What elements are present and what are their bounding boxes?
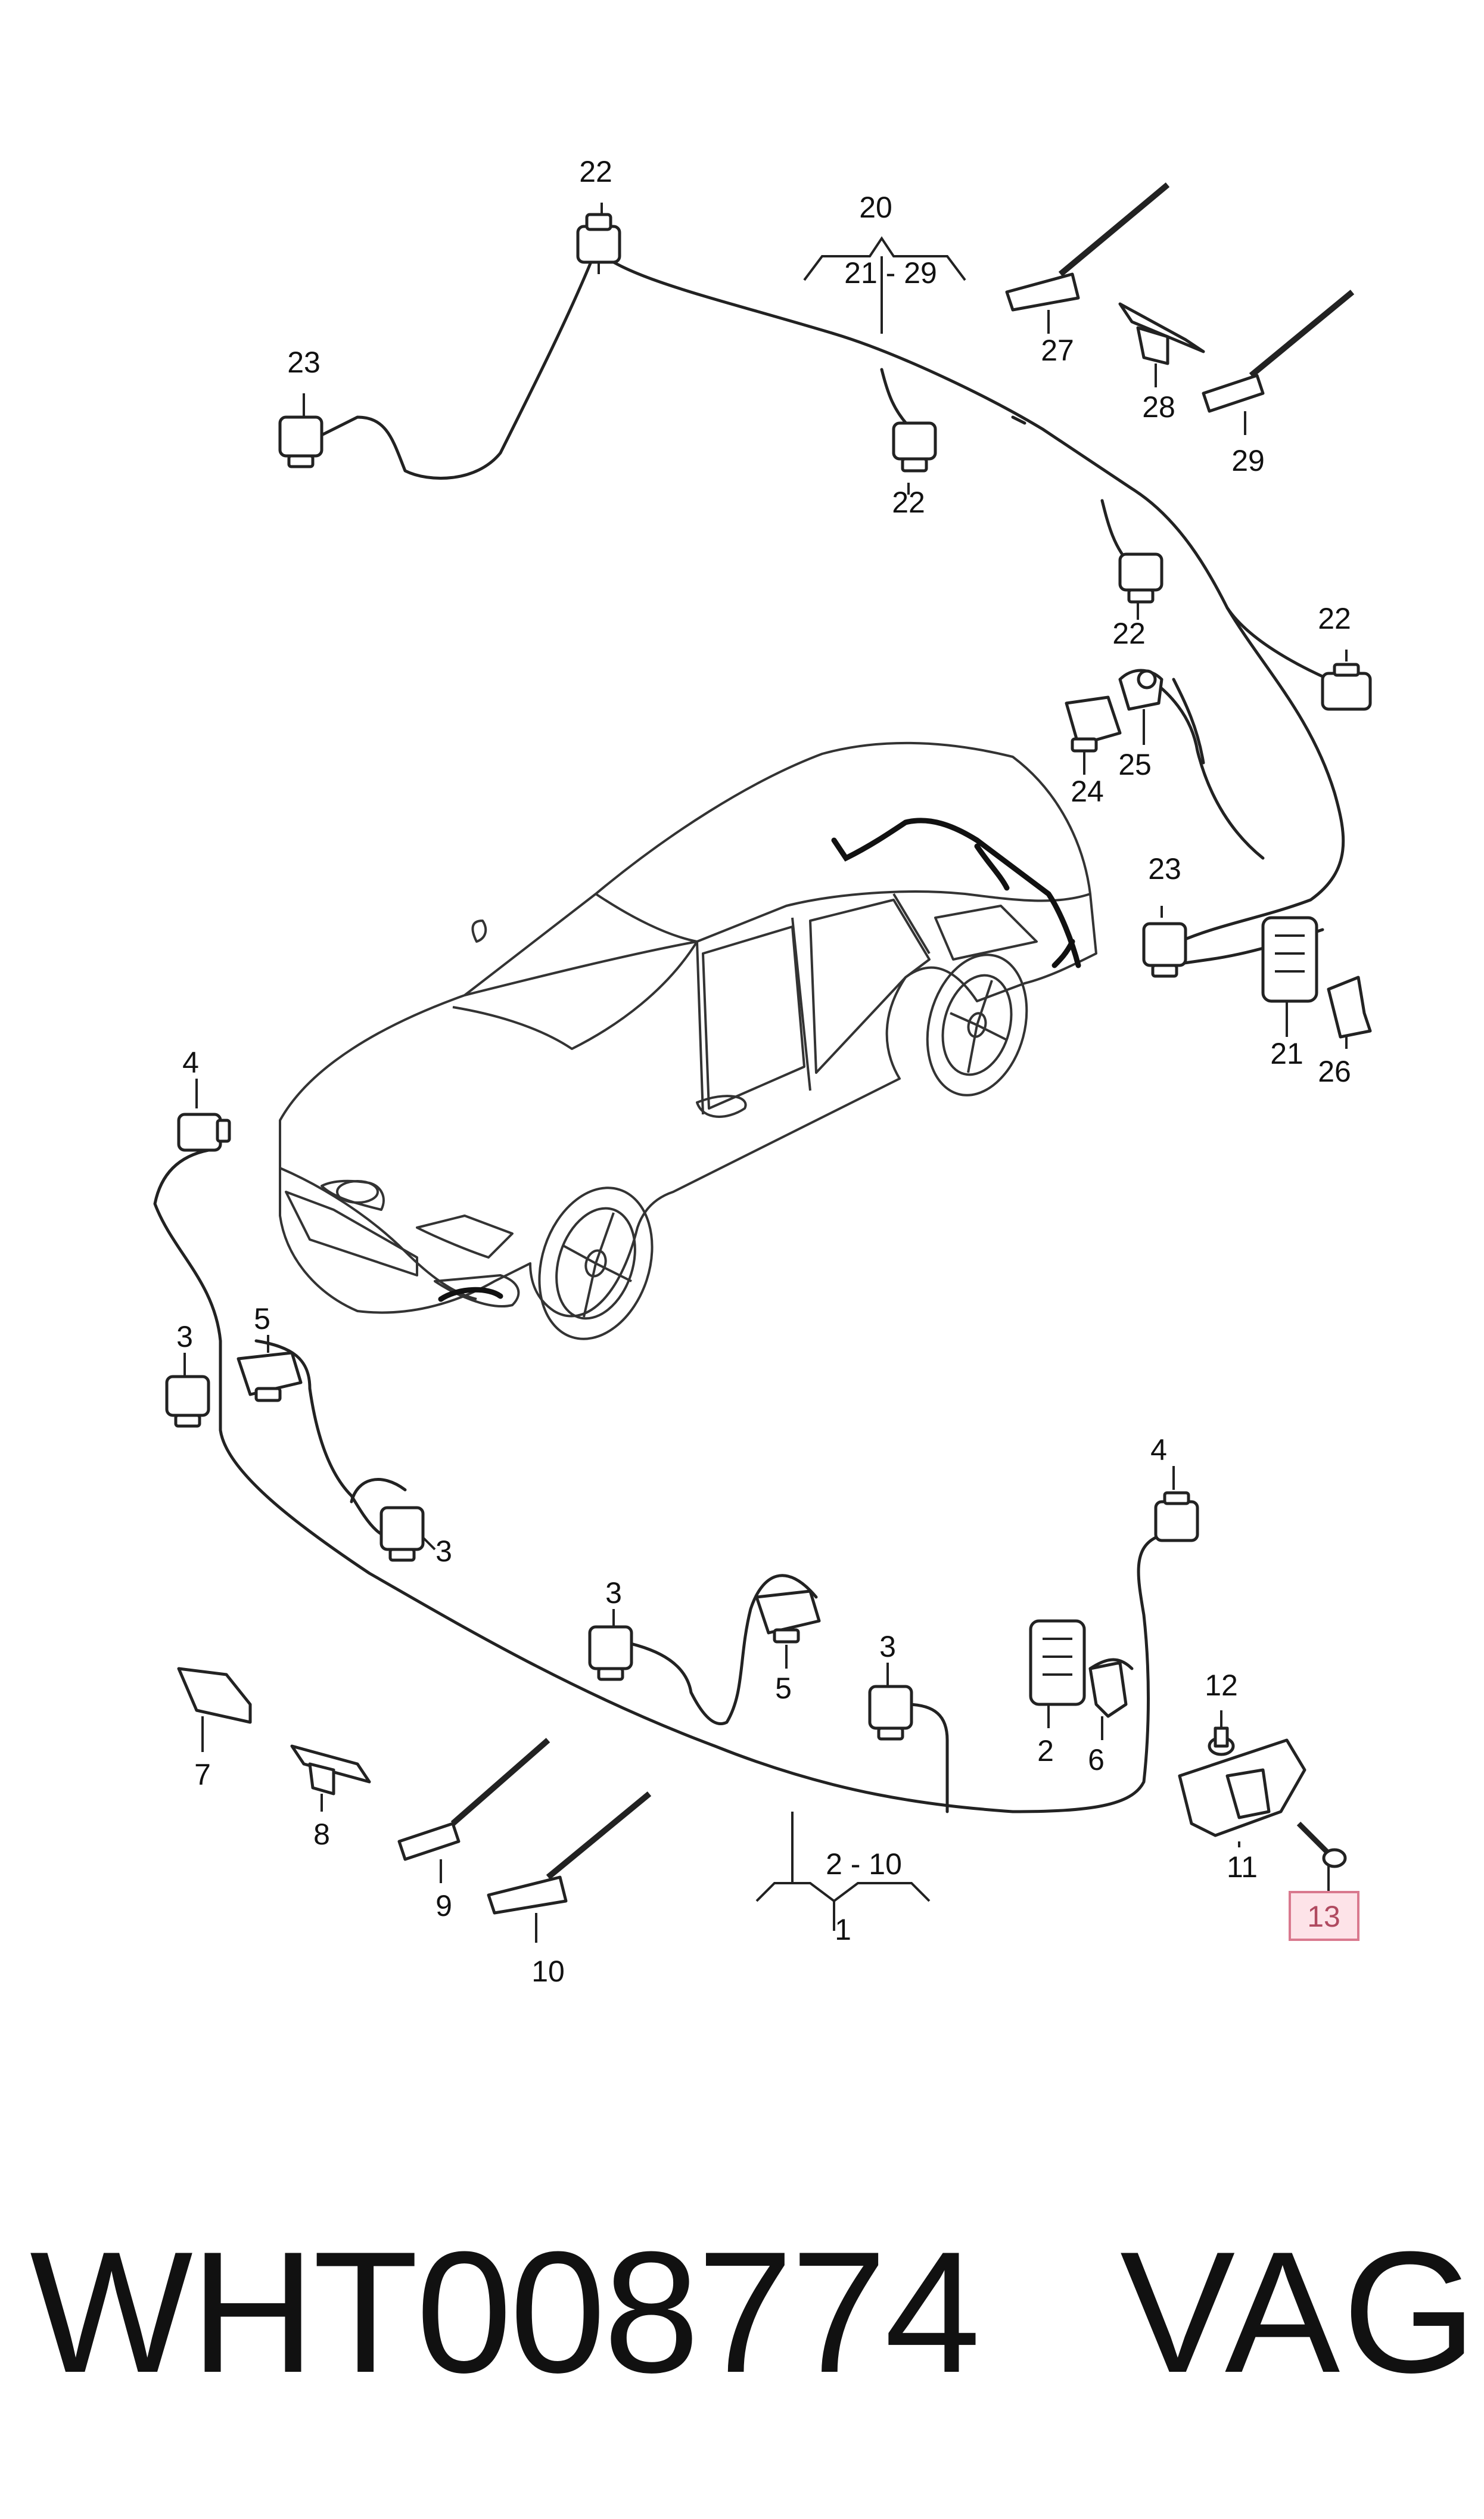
connector-3-mid [379,1506,425,1562]
cable-tie-29 [1202,290,1355,413]
bracket-11 [1178,1738,1306,1837]
label-23-right: 23 [1148,852,1181,886]
clip-28 [1118,302,1205,365]
cable-tie-10 [487,1791,652,1915]
label-22-right: 22 [1112,617,1146,650]
cable-tie-27 [1005,182,1170,312]
label-9: 9 [435,1889,452,1922]
part-number: WHT008774 [30,2216,981,2409]
label-29: 29 [1231,444,1265,477]
label-26: 26 [1318,1055,1351,1088]
bracket-6 [1088,1661,1128,1718]
label-24: 24 [1071,775,1104,808]
leader-lines [183,203,1348,1943]
label-5-center: 5 [775,1672,792,1705]
connector-22-far [1321,663,1372,711]
label-27: 27 [1041,334,1074,367]
screw-13 [1296,1821,1347,1868]
label-10: 10 [531,1955,565,1988]
connector-4-right [1154,1491,1199,1542]
connector-4-left [177,1113,231,1152]
car-illustration [279,741,1097,1340]
control-unit-2 [1029,1619,1086,1706]
connector-22-top [576,213,621,274]
connector-3-center [588,1625,633,1681]
label-3-mid: 3 [435,1535,452,1568]
label-12: 12 [1205,1669,1238,1702]
nut-12 [1208,1726,1235,1756]
label-8: 8 [313,1818,330,1851]
bracket-26 [1327,976,1372,1039]
label-4-left: 4 [182,1046,199,1079]
label-3-right: 3 [879,1630,896,1663]
label-3-left: 3 [176,1320,193,1353]
bracket-group-1 [755,1812,931,1931]
label-5-left: 5 [254,1302,270,1335]
footer: WHT008774 VAG [0,2205,1484,2443]
connector-25 [1118,669,1163,711]
label-6: 6 [1088,1743,1105,1776]
label-21-29: 21 - 29 [844,256,937,290]
connector-23-right [1142,922,1187,978]
label-22-far: 22 [1318,602,1351,635]
clip-8 [290,1744,371,1796]
label-25: 25 [1118,748,1152,781]
front-wiring-harness [153,1148,1181,1813]
label-2-10: 2 - 10 [826,1847,902,1881]
connector-5-center [755,1589,821,1644]
label-7: 7 [194,1758,211,1791]
label-2: 2 [1037,1734,1054,1768]
clip-7 [177,1667,252,1752]
label-28: 28 [1142,390,1175,424]
label-13: 13 [1307,1900,1340,1933]
parts-diagram: 20 21 - 29 22 23 22 22 22 24 25 23 21 26… [153,155,1372,1988]
connector-3-left [165,1375,210,1428]
connector-23-top [278,415,323,468]
connector-5-left [237,1351,303,1402]
bracket-group-20 [803,236,966,334]
cable-tie-9 [397,1738,550,1861]
label-20: 20 [859,191,892,224]
label-22-top: 22 [579,155,612,188]
connector-24 [1065,695,1122,753]
highlighted-part-13[interactable]: 13 [1289,1891,1359,1941]
control-unit-21 [1261,916,1318,1003]
rear-wiring-harness [320,249,1360,967]
connector-22-right [1118,552,1163,604]
label-21: 21 [1270,1037,1303,1070]
brand-label: VAG [1120,2216,1479,2409]
connector-22-mid [892,421,937,473]
label-1: 1 [835,1913,851,1946]
label-23-top: 23 [287,346,321,379]
connector-3-right [868,1685,913,1741]
label-3-center: 3 [605,1576,622,1610]
label-11: 11 [1227,1850,1258,1884]
label-22-mid: 22 [892,486,925,519]
label-4-right: 4 [1150,1433,1167,1467]
